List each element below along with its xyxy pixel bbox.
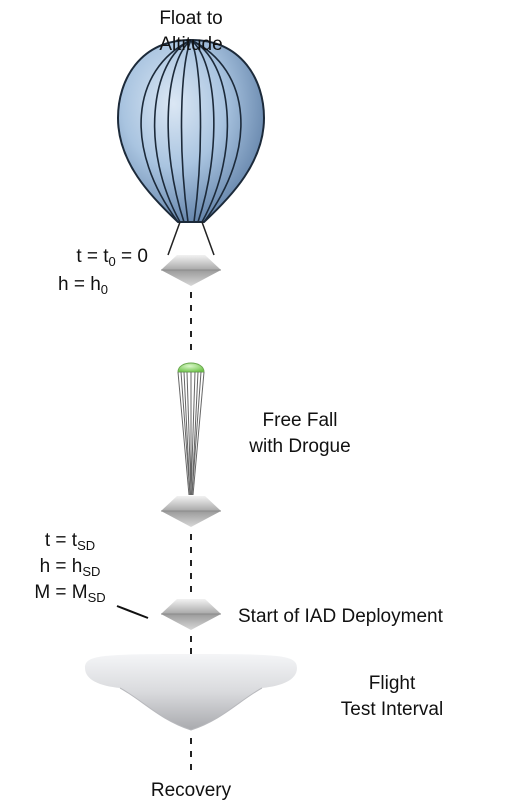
balloon-icon [116,38,266,256]
freefall-label: Free Fall with Drogue [225,408,375,460]
inflated-iad-icon [85,654,297,731]
deploy-time-eq: t = tSD [44,530,96,553]
flight-label-line1: Flight [368,673,416,694]
float-label: Float to Altitude [130,6,252,58]
deploy-mach-eq: M = MSD [34,582,106,605]
deploy-label: Start of IAD Deployment [238,606,443,627]
pointer-line [116,605,149,619]
freefall-label-line1: Free Fall [262,410,338,431]
freefall-label-line2: with Drogue [249,436,351,457]
capsule-icon [161,496,221,527]
drogue-parachute-icon [177,362,205,496]
flight-label-line2: Test Interval [340,699,444,720]
initial-altitude-eq: h = h0 [58,274,109,297]
flight-label: Flight Test Interval [308,671,476,723]
deploy-conditions: t = tSD h = hSD M = MSD [6,528,134,606]
deploy-altitude-eq: h = hSD [39,556,101,579]
float-label-line1: Float to [159,8,223,29]
initial-conditions: t = t0 = 0 [20,244,148,270]
capsule-icon [161,255,221,286]
recovery-label: Recovery [150,780,232,801]
float-label-line2: Altitude [159,34,223,55]
initial-time-eq: t = t0 = 0 [76,246,148,269]
capsule-icon [161,599,221,630]
